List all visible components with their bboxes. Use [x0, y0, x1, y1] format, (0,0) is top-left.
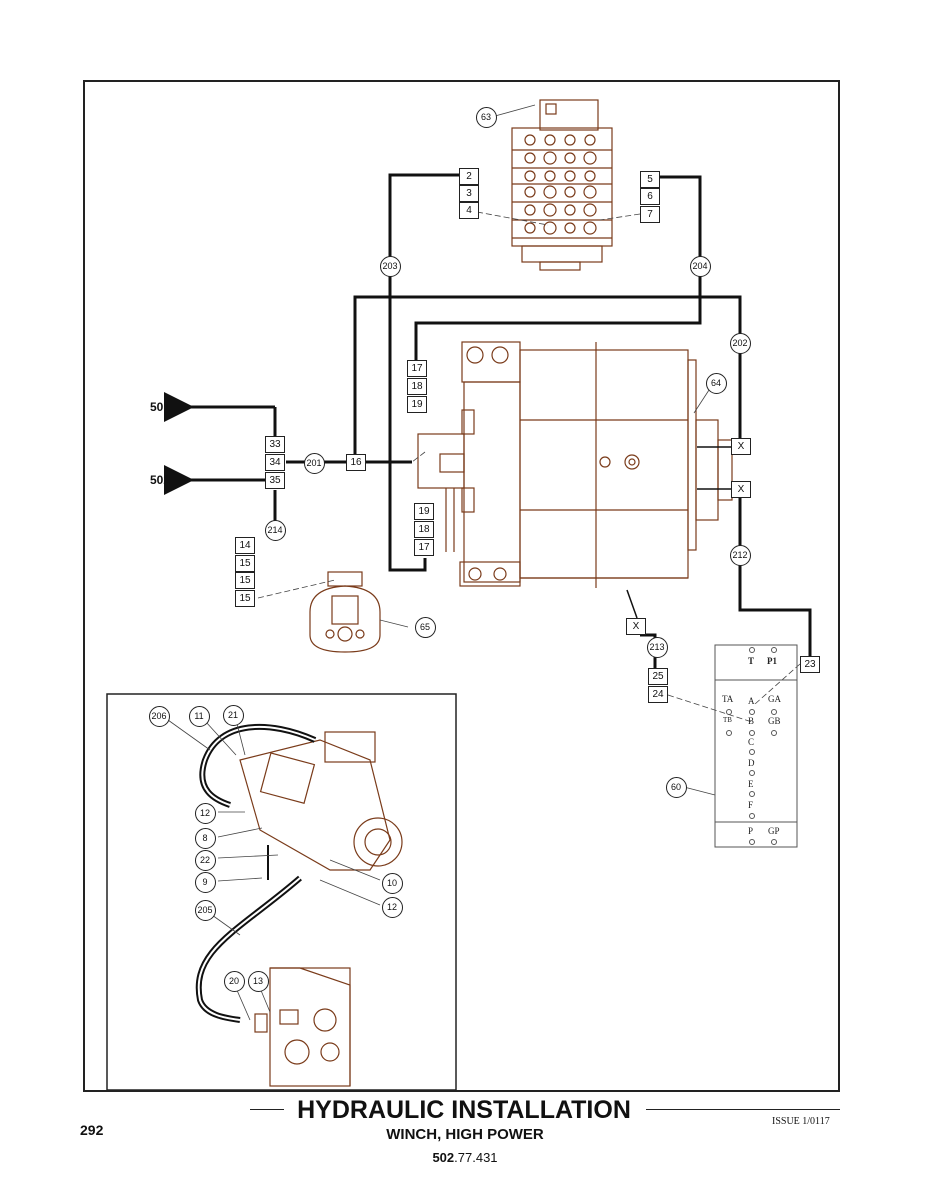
- callout-212: 212: [729, 544, 751, 566]
- part-code-bold: 502: [432, 1150, 455, 1165]
- issue-label: ISSUE 1/0117: [772, 1116, 830, 1127]
- inset-hoses: [195, 723, 317, 1023]
- box-x-lower: X: [626, 618, 646, 635]
- callout-213: 213: [646, 636, 668, 658]
- page-title: HYDRAULIC INSTALLATION: [297, 1096, 631, 1124]
- port-p1: P1: [767, 656, 777, 666]
- box-4: 4: [459, 202, 479, 219]
- port-ta: TA: [722, 694, 734, 704]
- box-7: 7: [640, 206, 660, 223]
- box-14: 14: [235, 537, 255, 554]
- arrow-label-501: 501: [150, 400, 171, 414]
- box-17-lower: 17: [414, 539, 434, 556]
- box-25: 25: [648, 668, 668, 685]
- callout-22: 22: [194, 849, 216, 871]
- port-a: A: [748, 696, 755, 706]
- callout-205: 205: [194, 899, 216, 921]
- box-x-upper: X: [731, 438, 751, 455]
- callout-201: 201: [303, 452, 325, 474]
- callout-13: 13: [247, 970, 269, 992]
- callout-12-upper: 12: [194, 802, 216, 824]
- box-6: 6: [640, 188, 660, 205]
- title-rule-left: [250, 1109, 284, 1110]
- callout-21: 21: [222, 704, 244, 726]
- solid-leaders: [379, 104, 716, 796]
- box-23: 23: [800, 656, 820, 673]
- callout-60: 60: [665, 776, 687, 798]
- port-c: C: [748, 737, 755, 747]
- box-15-b: 15: [235, 572, 255, 589]
- winch-drawing: [417, 341, 733, 588]
- port-d: D: [748, 758, 755, 768]
- motor-detail-drawing: [309, 571, 381, 653]
- port-f: F: [748, 800, 754, 810]
- control-valve-drawing: [511, 99, 613, 271]
- port-gp: GP: [768, 826, 780, 836]
- callout-214: 214: [264, 519, 286, 541]
- box-19-upper: 19: [407, 396, 427, 413]
- port-b: B: [748, 716, 755, 726]
- port-ga: GA: [768, 694, 781, 704]
- title-rule-right: [646, 1109, 840, 1110]
- callout-64: 64: [705, 372, 727, 394]
- box-18-lower: 18: [414, 521, 434, 538]
- callout-20: 20: [223, 970, 245, 992]
- callout-202: 202: [729, 332, 751, 354]
- box-18-upper: 18: [407, 378, 427, 395]
- box-5: 5: [640, 171, 660, 188]
- box-35: 35: [265, 472, 285, 489]
- inset-leaders: [167, 719, 381, 1021]
- valve-block-60: [714, 644, 798, 848]
- callout-9: 9: [194, 871, 216, 893]
- box-33: 33: [265, 436, 285, 453]
- drawing-frame: [83, 80, 840, 1092]
- callout-204: 204: [689, 255, 711, 277]
- arrow-label-502: 502: [150, 473, 171, 487]
- inset-frame: [106, 693, 457, 1091]
- box-34: 34: [265, 454, 285, 471]
- page-number: 292: [80, 1122, 104, 1138]
- box-24: 24: [648, 686, 668, 703]
- valve-spools: [524, 134, 597, 235]
- part-code-rest: .77.431: [454, 1150, 498, 1165]
- callout-8: 8: [194, 827, 216, 849]
- callout-11: 11: [188, 705, 210, 727]
- page-subtitle: WINCH, HIGH POWER: [386, 1126, 544, 1143]
- box-15-c: 15: [235, 590, 255, 607]
- port-e: E: [748, 779, 754, 789]
- inset-assembly-drawing: [239, 731, 403, 1087]
- box-2: 2: [459, 168, 479, 185]
- callout-65: 65: [414, 616, 436, 638]
- callout-10: 10: [381, 872, 403, 894]
- leader-lines: [257, 211, 801, 723]
- callout-203: 203: [379, 255, 401, 277]
- part-code: 502.77.431: [380, 1150, 550, 1165]
- callout-12-lower: 12: [381, 896, 403, 918]
- box-x-middle: X: [731, 481, 751, 498]
- port-gb: GB: [768, 716, 781, 726]
- box-17-upper: 17: [407, 360, 427, 377]
- callout-206: 206: [148, 705, 170, 727]
- callout-63: 63: [475, 106, 497, 128]
- box-19-lower: 19: [414, 503, 434, 520]
- port-t: T: [748, 656, 755, 666]
- x-connector-lines: [626, 440, 741, 619]
- port-p: P: [748, 826, 754, 836]
- box-15-a: 15: [235, 555, 255, 572]
- port-tb: TB: [723, 716, 732, 724]
- hydraulic-lines: [164, 173, 812, 668]
- box-16: 16: [346, 454, 366, 471]
- box-3: 3: [459, 185, 479, 202]
